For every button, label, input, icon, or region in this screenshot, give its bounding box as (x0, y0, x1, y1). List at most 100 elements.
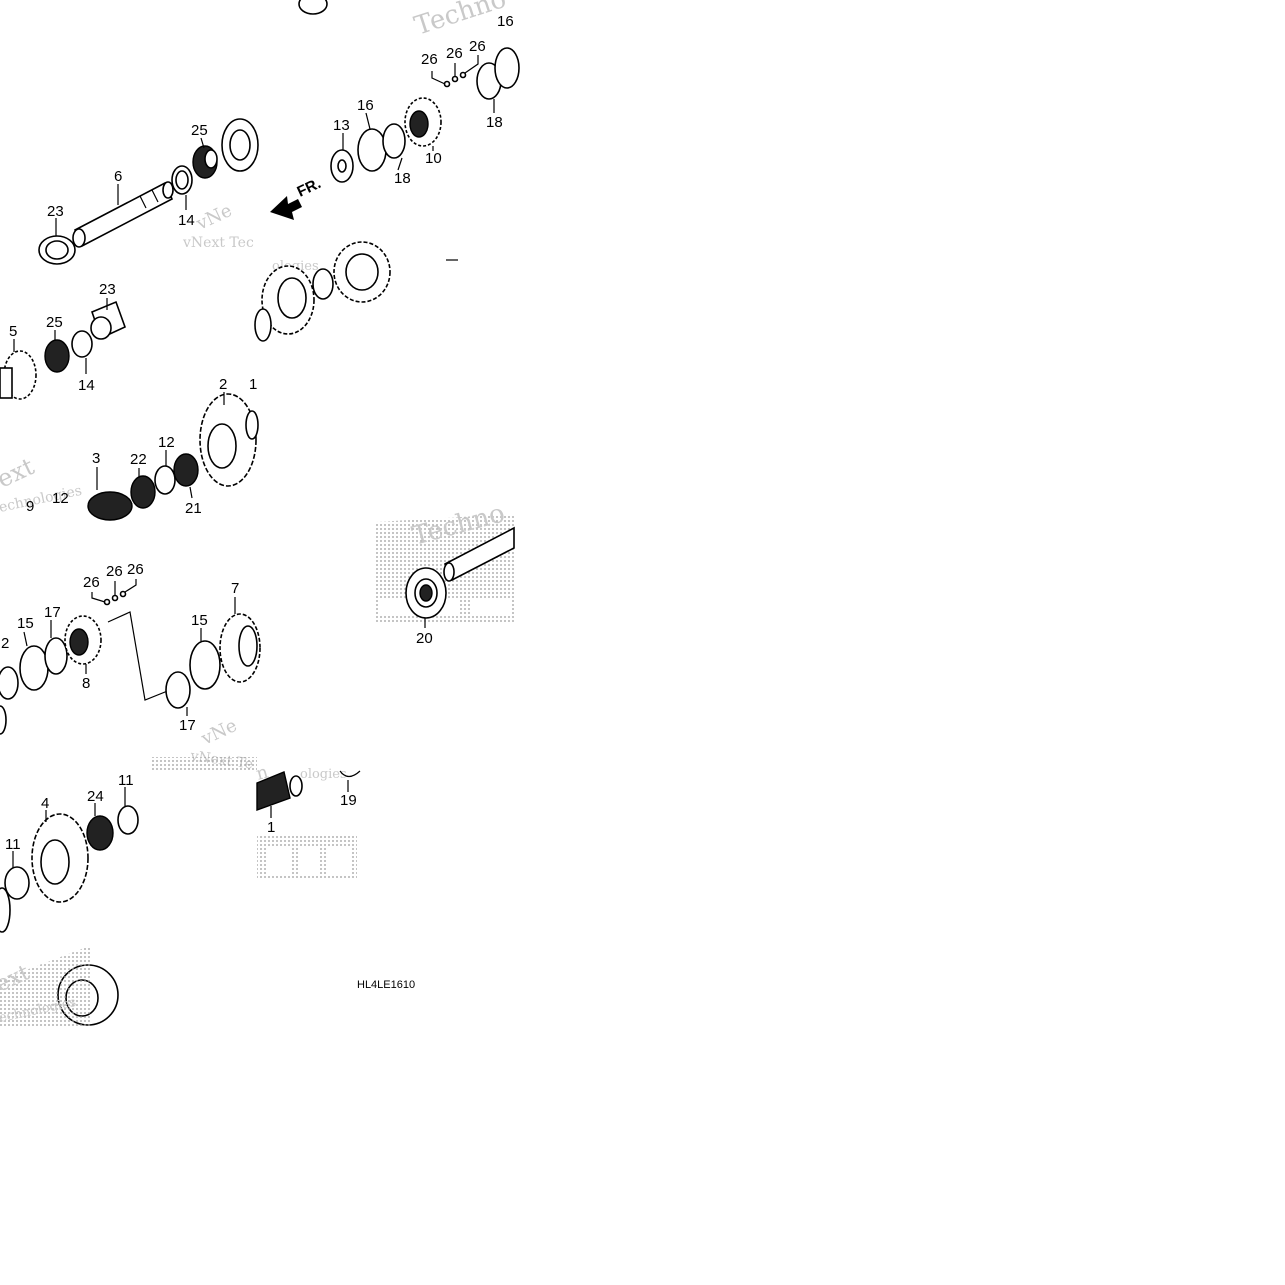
ring-16 (357, 128, 387, 172)
callout-label: 6 (114, 168, 122, 185)
diagram-tile-shaft-6: vNext Tec vNe (38, 0, 328, 265)
bearing-23 (90, 300, 127, 340)
shaft-1 (256, 771, 303, 811)
gear-4 (31, 813, 89, 903)
clip-26 (451, 75, 459, 83)
callout-label: 16 (357, 97, 374, 114)
callout-label: 18 (394, 170, 411, 187)
ring-17 (44, 637, 68, 675)
diagram-tile-bearing-20: Techno (376, 498, 515, 628)
callout-label: 23 (99, 281, 116, 298)
callout-label: 8 (82, 675, 90, 692)
callout-label: 1 (267, 819, 275, 836)
callout-label: 10 (425, 150, 442, 167)
shaft-6 (72, 181, 174, 248)
ring-18 (382, 123, 406, 159)
callout-label: 9 (26, 498, 34, 515)
ring-17 (165, 671, 191, 709)
washer-11 (117, 805, 139, 835)
gear-partial (221, 118, 259, 172)
gear-partial (0, 887, 11, 933)
diagram-tile-gears-5-3-2: ext echnologies (0, 298, 259, 521)
washer-14 (71, 330, 93, 358)
callout-label: 25 (46, 314, 63, 331)
watermark-block (328, 848, 352, 874)
watermark-text: Techno (411, 0, 510, 42)
needle-bearing-22 (130, 475, 156, 509)
callout-label: 26 (127, 561, 144, 578)
gear-10 (404, 97, 442, 147)
callout-label: 14 (78, 377, 95, 394)
callout-label: 5 (9, 323, 17, 340)
washer-partial (0, 666, 19, 700)
gear-3 (87, 491, 133, 521)
front-arrow: FR. (270, 175, 324, 220)
callout-label: 21 (185, 500, 202, 517)
clip-26 (459, 71, 467, 79)
ring-15 (189, 640, 221, 690)
callout-label: 23 (47, 203, 64, 220)
hub-gear (261, 265, 315, 335)
callout-label: 7 (231, 580, 239, 597)
callout-label: 15 (17, 615, 34, 632)
callout-labels: 26 26 26 16 18 25 6 23 14 13 16 18 10 23… (1, 13, 514, 853)
callout-label: 26 (446, 45, 463, 62)
callout-label: 24 (87, 788, 104, 805)
clip-26 (111, 594, 119, 602)
callout-label: 17 (44, 604, 61, 621)
callout-label: 4 (41, 795, 49, 812)
callout-label: 20 (416, 630, 433, 647)
callout-label: 3 (92, 450, 100, 467)
ring-15 (19, 645, 49, 691)
callout-label: 1 (249, 376, 257, 393)
watermark-dots (152, 757, 257, 771)
gear-8 (64, 615, 102, 665)
watermark-text: vNext Tec (182, 235, 254, 251)
callout-label: 12 (158, 434, 175, 451)
needle-bearing-21 (173, 453, 199, 487)
watermark-text: ologies (300, 767, 347, 782)
bearing-23 (38, 235, 76, 265)
diagram-tile-gears-8-7: vNext Te vNe (0, 579, 261, 773)
callout-label: 11 (118, 772, 134, 789)
callout-label: 12 (52, 490, 69, 507)
needle-bearing-24 (86, 815, 114, 851)
callout-label: 2 (219, 376, 227, 393)
callout-label: 26 (421, 51, 438, 68)
gear-5 (0, 350, 37, 400)
callout-label: 15 (191, 612, 208, 629)
diagram-tile-shaft-1: ologies n (254, 761, 361, 880)
callout-label: 18 (486, 114, 503, 131)
front-arrow-label: FR. (295, 175, 324, 201)
callout-label: 11 (5, 836, 21, 853)
washer-13 (330, 149, 354, 183)
bearing-20 (405, 567, 447, 619)
clip-26 (119, 590, 127, 598)
callout-label: 13 (333, 117, 350, 134)
callout-label: 16 (497, 13, 514, 30)
callout-label: 22 (130, 451, 147, 468)
needle-bearing-25 (44, 339, 70, 373)
diagram-code: HL4LE1610 (357, 979, 415, 991)
ring-16 (494, 47, 520, 89)
diagram-tile-gear-10: Techno FR. (270, 0, 520, 220)
clip-26 (443, 80, 451, 88)
callout-label: 25 (191, 122, 208, 139)
washer-12 (154, 465, 176, 495)
callout-label: 26 (106, 563, 123, 580)
gear-large (333, 241, 391, 303)
watermark-block (300, 848, 320, 874)
hub-7 (219, 613, 261, 683)
watermark-block (268, 848, 290, 874)
callout-label: 2 (1, 635, 9, 652)
callout-label: 26 (469, 38, 486, 55)
watermark-text: vNe (197, 715, 240, 750)
callout-label: 17 (179, 717, 196, 734)
callout-label: 14 (178, 212, 195, 229)
callout-label: 19 (340, 792, 357, 809)
ring-partial (254, 308, 272, 342)
watermark-text: ext (0, 452, 39, 493)
ring-partial (0, 705, 7, 735)
watermark-text: vNe (192, 200, 235, 235)
